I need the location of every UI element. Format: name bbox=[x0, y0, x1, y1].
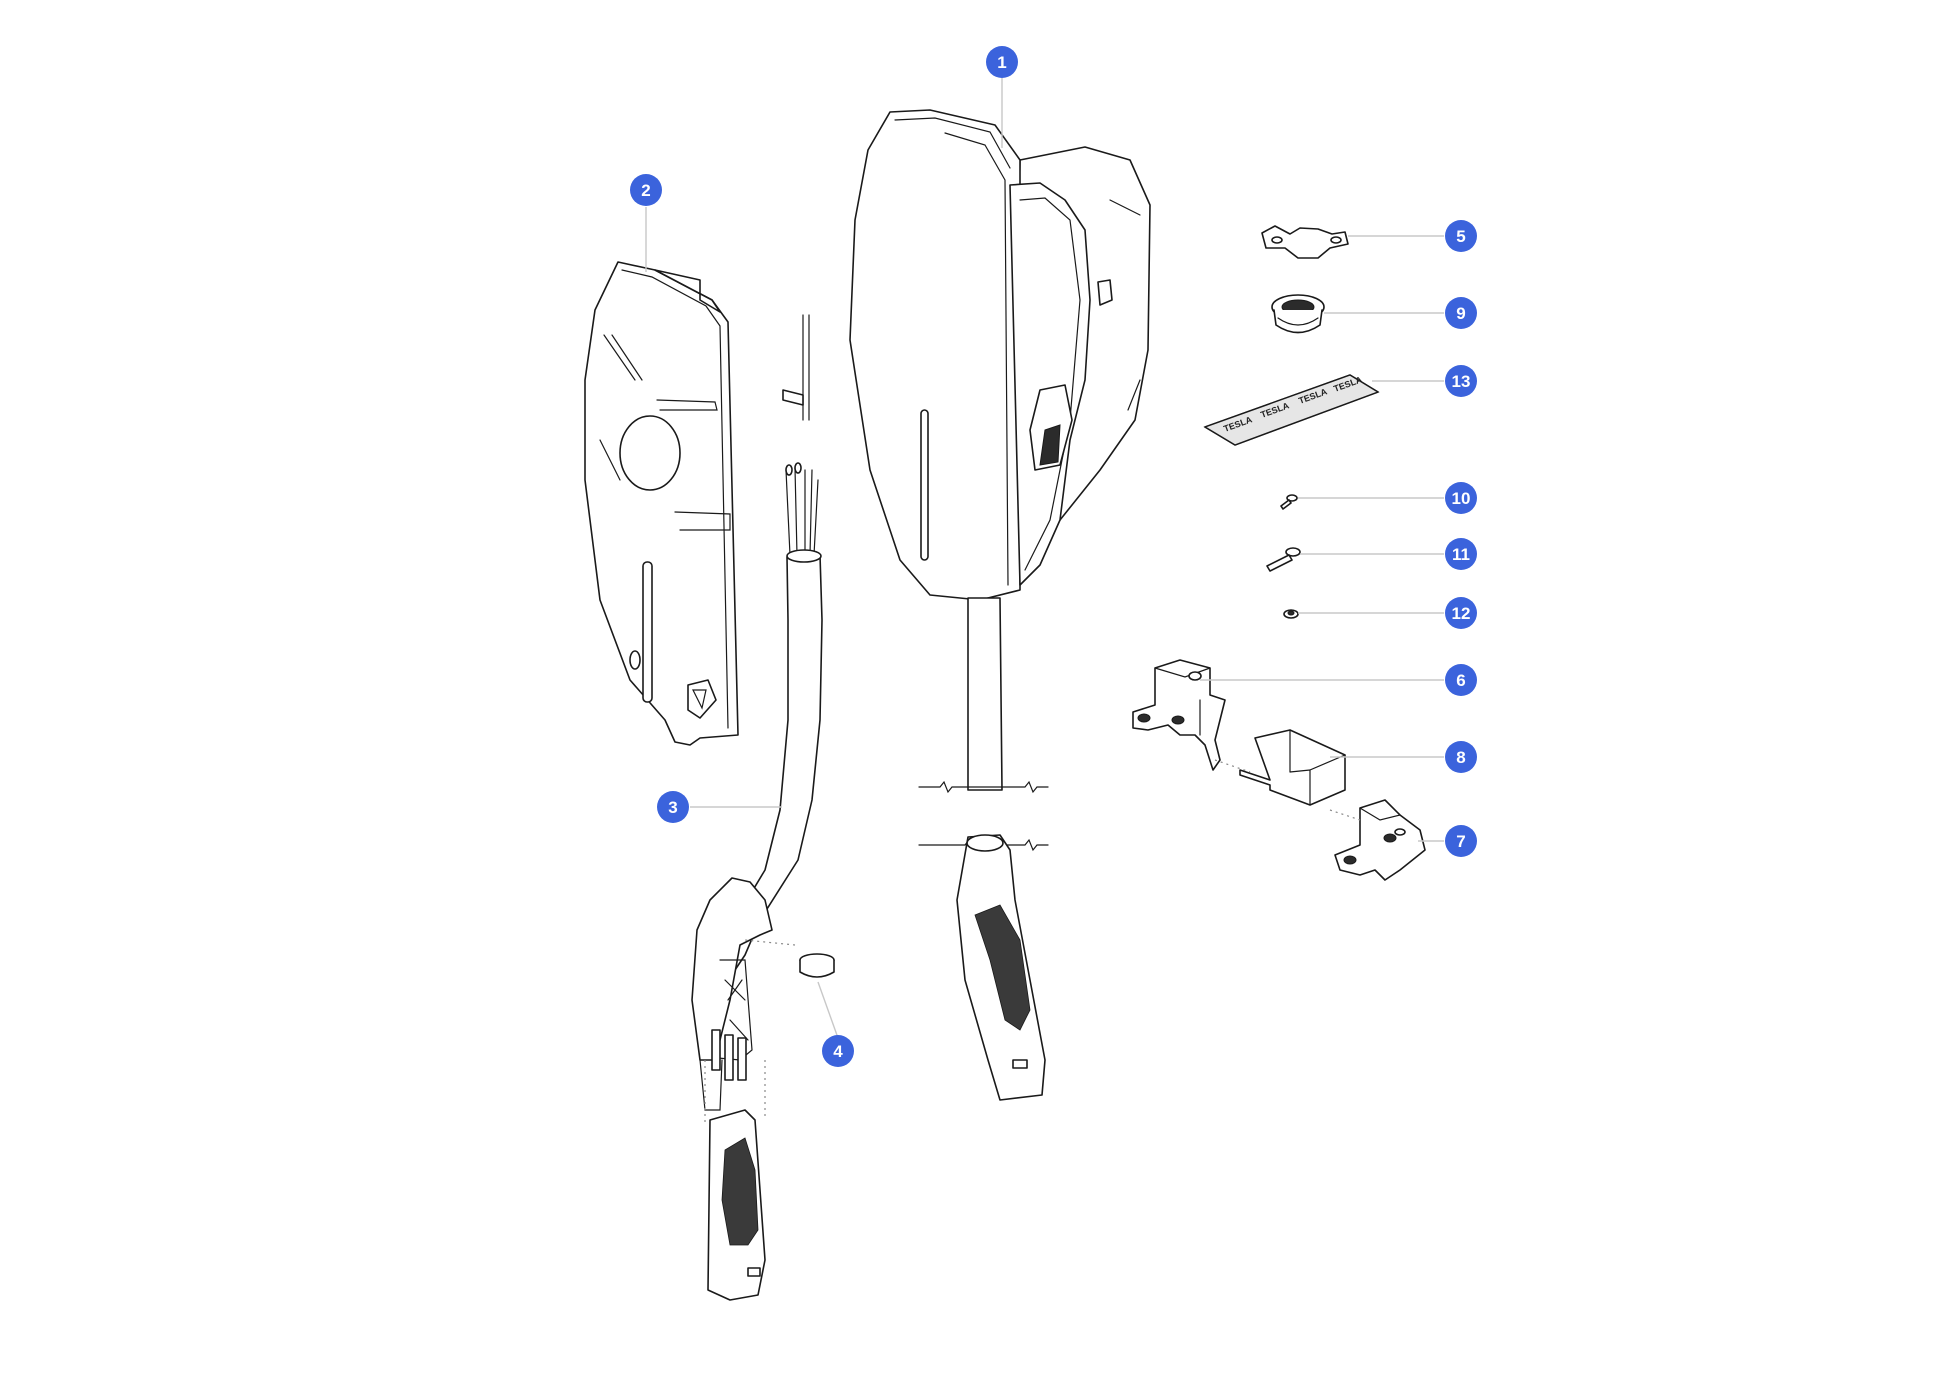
clamp-ring-part bbox=[744, 939, 835, 978]
callout-badge-circle bbox=[1445, 482, 1477, 514]
callout-12: 12 bbox=[1445, 597, 1477, 629]
callout-13: 13 bbox=[1445, 365, 1477, 397]
callout-badge-circle bbox=[986, 46, 1018, 78]
callout-3: 3 bbox=[657, 791, 689, 823]
small-screw-part bbox=[1280, 494, 1298, 510]
callout-5: 5 bbox=[1445, 220, 1477, 252]
callout-label: 3 bbox=[668, 798, 677, 817]
callout-label: 2 bbox=[641, 181, 650, 200]
leader-lines bbox=[645, 78, 1444, 1039]
callout-badge-circle bbox=[1445, 664, 1477, 696]
bracket-part-6 bbox=[1132, 659, 1226, 771]
adhesive-pad-part: TESLA TESLA TESLA TESLA bbox=[1203, 374, 1380, 446]
callout-label: 4 bbox=[833, 1042, 843, 1061]
callout-11: 11 bbox=[1445, 538, 1477, 570]
callout-badge-circle bbox=[1445, 741, 1477, 773]
callout-8: 8 bbox=[1445, 741, 1477, 773]
callout-badge-circle bbox=[822, 1035, 854, 1067]
callout-10: 10 bbox=[1445, 482, 1477, 514]
callout-badge-circle bbox=[1445, 597, 1477, 629]
callout-label: 5 bbox=[1456, 227, 1465, 246]
callout-label: 6 bbox=[1456, 671, 1465, 690]
callout-label: 1 bbox=[997, 53, 1006, 72]
callout-label: 7 bbox=[1456, 832, 1465, 851]
callout-2: 2 bbox=[630, 174, 662, 206]
callout-label: 10 bbox=[1452, 489, 1471, 508]
nut-part bbox=[1283, 609, 1299, 619]
callout-9: 9 bbox=[1445, 297, 1477, 329]
pipe-clamp-part bbox=[1261, 225, 1349, 259]
callout-badge-circle bbox=[1445, 220, 1477, 252]
cover-part bbox=[1214, 729, 1346, 806]
grommet-part bbox=[1271, 294, 1325, 334]
callout-1: 1 bbox=[986, 46, 1018, 78]
callout-badge-circle bbox=[1445, 825, 1477, 857]
back-plate-part bbox=[584, 261, 739, 746]
callout-badge-circle bbox=[630, 174, 662, 206]
callout-4: 4 bbox=[822, 1035, 854, 1067]
cable-assembly-part bbox=[691, 314, 823, 1301]
callout-label: 9 bbox=[1456, 304, 1465, 323]
callout-label: 12 bbox=[1452, 604, 1471, 623]
callout-label: 13 bbox=[1452, 372, 1471, 391]
callout-badge-circle bbox=[657, 791, 689, 823]
callout-label: 11 bbox=[1452, 545, 1470, 564]
callout-badge-circle bbox=[1445, 365, 1477, 397]
callout-badge-circle bbox=[1445, 297, 1477, 329]
bracket-part-7 bbox=[1329, 799, 1426, 881]
main-unit-part bbox=[849, 109, 1151, 1101]
callout-6: 6 bbox=[1445, 664, 1477, 696]
callout-badge-circle bbox=[1445, 538, 1477, 570]
bolt-part bbox=[1266, 547, 1301, 572]
callout-label: 8 bbox=[1456, 748, 1465, 767]
leader-line-4 bbox=[817, 981, 839, 1039]
callout-7: 7 bbox=[1445, 825, 1477, 857]
